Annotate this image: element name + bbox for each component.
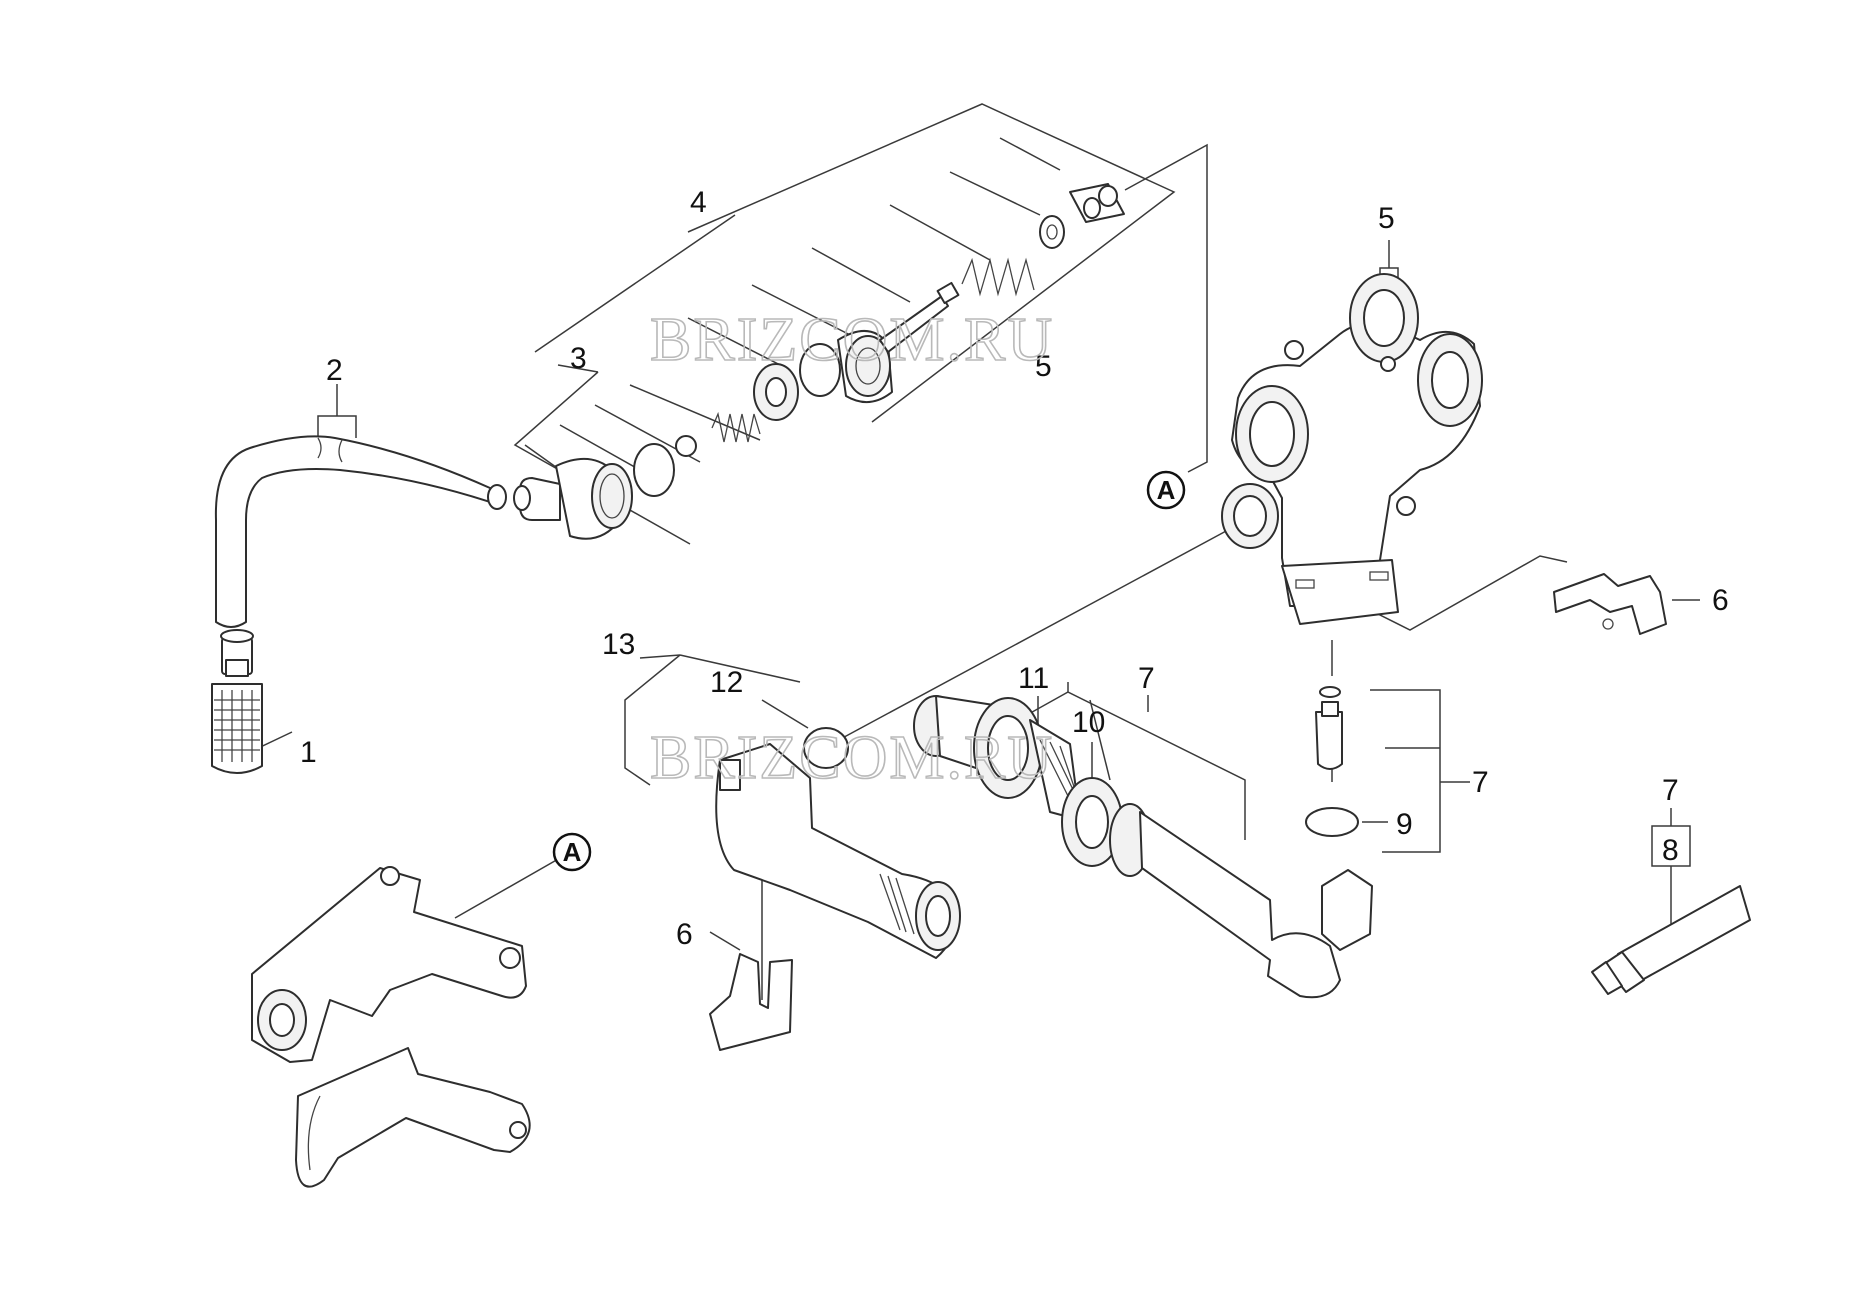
callout-1: 1 <box>300 736 317 769</box>
watermark-lower: BRIZCOM.RU <box>650 724 1054 792</box>
valve-insert-icon <box>1305 686 1359 837</box>
watermark-upper: BRIZCOM.RU <box>650 306 1054 374</box>
o-ring-icon <box>633 443 675 497</box>
pump-housing-icon <box>1221 273 1483 625</box>
bracket-icon <box>251 866 531 1188</box>
callout-labels: 1 2 3 4 5 5 6 6 7 7 7 8 9 10 11 12 13 <box>300 186 1729 951</box>
callout-13: 13 <box>602 628 635 661</box>
o-ring-icon <box>1305 807 1359 837</box>
callout-8: 8 <box>1662 834 1679 867</box>
valve-parts-icon <box>513 363 799 540</box>
reference-badge-lower: A <box>552 832 592 872</box>
reference-badge-label: A <box>563 837 582 867</box>
reference-badge-label: A <box>1157 475 1176 505</box>
coupling-icon <box>913 695 1373 999</box>
callout-7-tube: 7 <box>1138 662 1155 695</box>
callout-7-right: 7 <box>1472 766 1489 799</box>
valve-piston-icon <box>799 183 1125 403</box>
clip-icon <box>1553 573 1667 635</box>
callout-5-top: 5 <box>1378 202 1395 235</box>
strainer-icon <box>211 629 263 774</box>
callout-3: 3 <box>570 342 587 375</box>
o-ring-icon <box>803 727 849 769</box>
leader-lines <box>249 103 1700 1000</box>
grease-tube-icon <box>1591 885 1751 995</box>
callout-4: 4 <box>690 186 707 219</box>
callout-5-mid: 5 <box>1035 350 1052 383</box>
clip-icon <box>709 953 793 1051</box>
callout-11: 11 <box>1018 662 1049 695</box>
callout-9: 9 <box>1396 808 1413 841</box>
callout-6-right: 6 <box>1712 584 1729 617</box>
reference-badge-upper: A <box>1146 470 1186 510</box>
callout-6-bottom: 6 <box>676 918 693 951</box>
hose-icon <box>214 435 507 628</box>
suction-tube-icon <box>715 743 961 959</box>
callout-10: 10 <box>1072 706 1105 739</box>
callout-7-kit: 7 <box>1662 774 1679 807</box>
callout-12: 12 <box>710 666 743 699</box>
callout-2: 2 <box>326 354 343 387</box>
